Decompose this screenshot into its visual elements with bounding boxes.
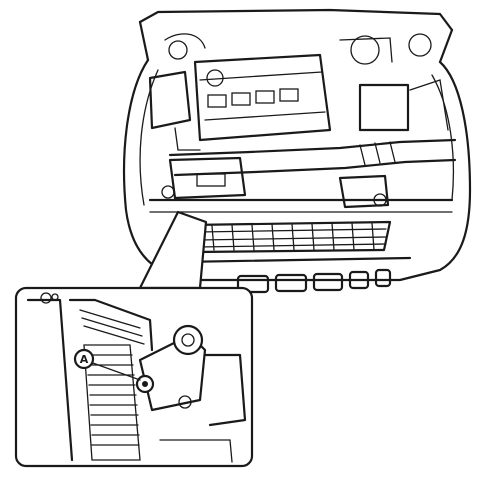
callout-pointer — [138, 210, 208, 290]
radiator-grille — [188, 220, 392, 254]
detail-inset: A — [14, 286, 254, 468]
fastener-a — [135, 374, 155, 394]
front-bumper — [178, 256, 412, 294]
callout-leader — [89, 361, 141, 381]
callout-circle — [73, 348, 95, 370]
intake-hose — [168, 138, 457, 177]
callout-a: A — [73, 348, 95, 370]
engine-cover — [193, 53, 332, 142]
body-outline — [122, 58, 472, 282]
left-components — [148, 33, 224, 151]
open-hood-edge — [138, 8, 454, 32]
car-front-view — [122, 8, 472, 294]
mounting-bracket — [138, 324, 247, 427]
air-intake-duct — [161, 156, 247, 200]
right-components — [339, 33, 449, 132]
callout-label: A — [80, 353, 89, 366]
